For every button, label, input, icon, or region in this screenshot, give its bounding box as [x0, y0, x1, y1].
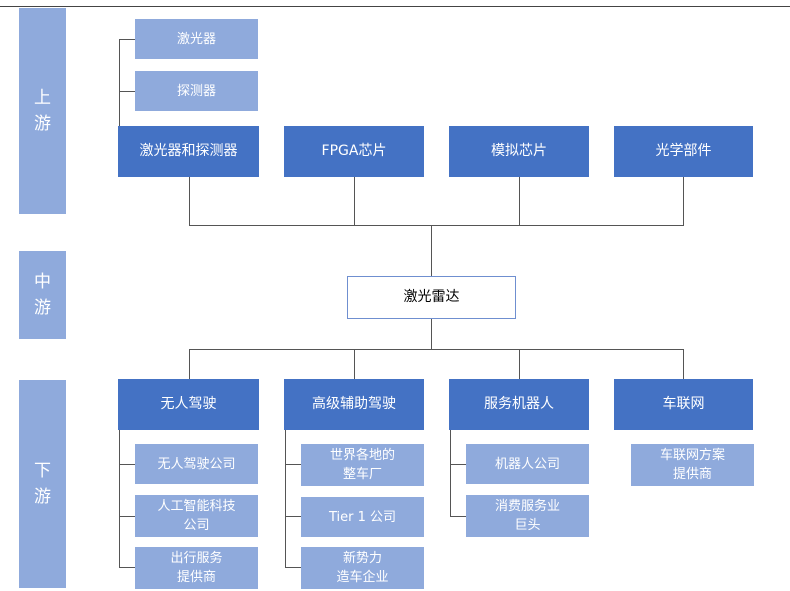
connector [285, 464, 301, 465]
connector [285, 516, 301, 517]
node-detector: 探测器 [135, 71, 258, 111]
connector [431, 319, 432, 349]
connector [519, 176, 520, 225]
category-adas: 高级辅助驾驶 [284, 379, 424, 430]
category-service-robots: 服务机器人 [449, 379, 589, 430]
node-robot-company: 机器人公司 [466, 444, 589, 484]
stage-midstream-char-1: 中 [34, 272, 51, 292]
connector [450, 430, 451, 517]
node-laser-and-detector: 激光器和探测器 [118, 126, 259, 177]
node-optical-components: 光学部件 [614, 126, 753, 177]
stage-downstream: 下 游 [19, 380, 66, 588]
stage-downstream-char-1: 下 [34, 461, 51, 481]
node-lidar: 激光雷达 [347, 276, 516, 319]
connector [119, 567, 135, 568]
node-ai-tech-company: 人工智能科技 公司 [135, 495, 258, 537]
node-autonomous-company: 无人驾驶公司 [135, 444, 258, 484]
connector [119, 464, 135, 465]
connector [189, 349, 684, 350]
connector [354, 176, 355, 225]
connector [354, 349, 355, 379]
node-iov-solution-provider: 车联网方案 提供商 [631, 444, 754, 486]
stage-midstream-char-2: 游 [34, 298, 51, 318]
node-global-oems: 世界各地的 整车厂 [301, 444, 424, 486]
node-tier1-company: Tier 1 公司 [301, 497, 424, 537]
connector [431, 225, 432, 276]
node-laser: 激光器 [135, 19, 258, 59]
connector [119, 91, 135, 92]
node-consumer-service-giants: 消费服务业 巨头 [466, 495, 589, 537]
node-mobility-service-provider: 出行服务 提供商 [135, 547, 258, 589]
stage-upstream-char-2: 游 [34, 114, 51, 134]
connector [285, 567, 301, 568]
category-autonomous-driving: 无人驾驶 [118, 379, 259, 430]
connector [519, 349, 520, 379]
node-fpga-chip: FPGA芯片 [284, 126, 424, 177]
connector [285, 430, 286, 568]
connector [189, 176, 190, 225]
connector [450, 516, 466, 517]
connector [189, 225, 684, 226]
connector [119, 516, 135, 517]
connector [189, 349, 190, 379]
stage-midstream: 中 游 [19, 251, 66, 339]
top-rule [0, 6, 790, 7]
connector [119, 430, 120, 568]
node-analog-chip: 模拟芯片 [449, 126, 589, 177]
connector [119, 39, 120, 127]
connector [683, 176, 684, 225]
connector [450, 464, 466, 465]
stage-downstream-char-2: 游 [34, 487, 51, 507]
stage-upstream: 上 游 [19, 8, 66, 214]
node-new-ev-makers: 新势力 造车企业 [301, 547, 424, 589]
category-iov: 车联网 [614, 379, 753, 430]
connector [119, 39, 135, 40]
stage-upstream-char-1: 上 [34, 88, 51, 108]
connector [683, 349, 684, 379]
